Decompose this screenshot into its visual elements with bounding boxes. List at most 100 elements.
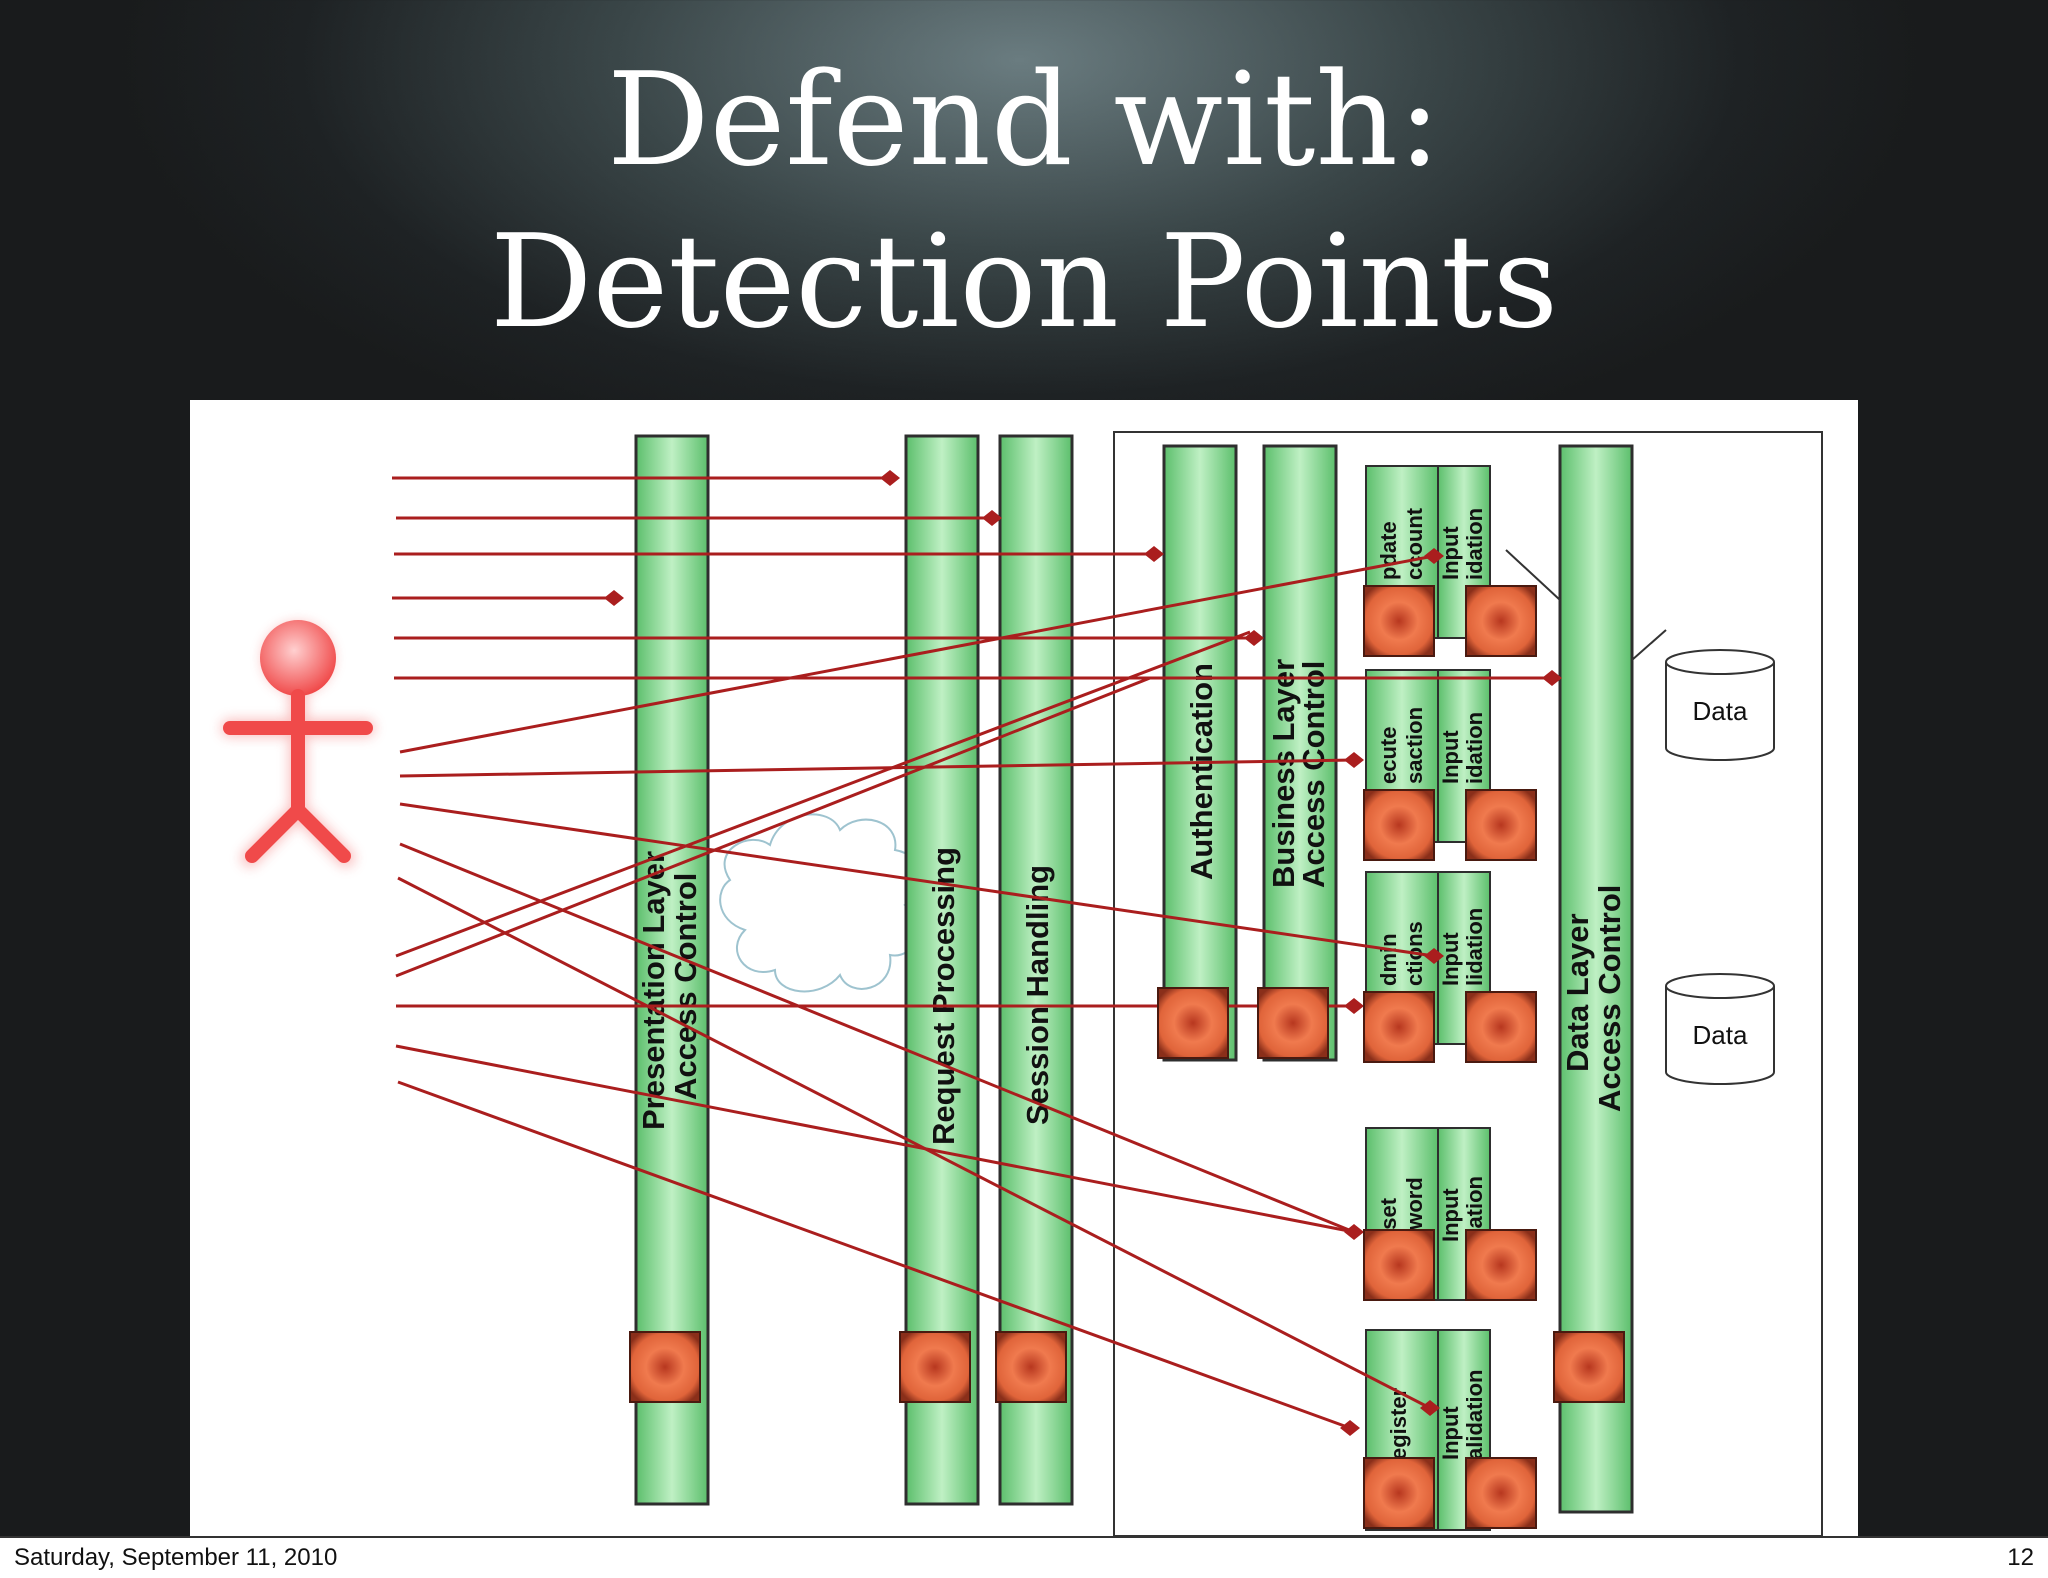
svg-text:Business Layer: Business Layer <box>1266 659 1301 888</box>
attack-endpoint <box>1420 1400 1440 1416</box>
svg-text:saction: saction <box>1402 707 1427 784</box>
business-layer-label-1: Business Layer <box>1266 659 1301 888</box>
attack-line <box>395 676 1151 978</box>
svg-text:Data: Data <box>1693 1020 1748 1050</box>
attack-line <box>399 758 1355 778</box>
sensor-icon <box>1363 1229 1435 1301</box>
presentation-layer-label-1: Presentation Layer <box>636 851 671 1130</box>
attack-endpoint <box>1424 948 1444 964</box>
svg-text:Data Layer: Data Layer <box>1560 913 1595 1072</box>
data-store-1: Data <box>1665 649 1775 761</box>
attack-line <box>399 554 1435 754</box>
attack-line <box>395 630 1251 958</box>
attack-endpoint <box>1244 630 1264 646</box>
sensor-icon <box>1465 991 1537 1063</box>
sensor-icon <box>1465 789 1537 861</box>
sensor-icon <box>1363 991 1435 1063</box>
detection-points-diagram: Presentation Layer Access Control Reques… <box>190 400 1858 1537</box>
svg-text:Input: Input <box>1438 730 1463 784</box>
svg-text:ccount: ccount <box>1402 507 1427 580</box>
footer-date: Saturday, September 11, 2010 <box>14 1544 338 1571</box>
svg-text:Authentication: Authentication <box>1184 663 1219 880</box>
attack-line <box>399 842 1355 1234</box>
sensor-icon <box>899 1331 971 1403</box>
network-cloud-icon <box>719 813 922 993</box>
svg-text:Input: Input <box>1438 526 1463 580</box>
sensor-icon <box>1465 1229 1537 1301</box>
sensor-icon <box>1465 1457 1537 1529</box>
validation-label-5b: alidation <box>1462 1370 1487 1460</box>
attack-endpoint <box>1344 998 1364 1014</box>
authentication-bar: Authentication <box>1162 444 1238 1062</box>
request-processing-label: Request Processing <box>926 847 961 1145</box>
attack-endpoint <box>1144 546 1164 562</box>
authentication-label: Authentication <box>1184 663 1219 880</box>
attack-endpoint <box>1344 1224 1364 1240</box>
svg-text:Presentation Layer: Presentation Layer <box>636 851 671 1130</box>
validation-label-2b: idation <box>1462 712 1487 784</box>
attack-line <box>397 1080 1351 1430</box>
svg-text:idation: idation <box>1462 712 1487 784</box>
data-store-label-2: Data <box>1693 1020 1748 1050</box>
attack-endpoint <box>880 470 900 486</box>
data-store-label-1: Data <box>1693 696 1748 726</box>
data-layer-label-1: Data Layer <box>1560 913 1595 1072</box>
attack-endpoint <box>604 590 624 606</box>
svg-text:Access Control: Access Control <box>1296 661 1331 888</box>
validation-label-1b: idation <box>1462 508 1487 580</box>
svg-text:Request Processing: Request Processing <box>926 847 961 1145</box>
sensor-icon <box>1363 1457 1435 1529</box>
sensor-icon <box>1157 987 1229 1059</box>
validation-label-5a: Input <box>1438 1406 1463 1460</box>
slide-title: Defend with: Detection Points <box>0 40 2048 364</box>
svg-text:Input: Input <box>1438 1406 1463 1460</box>
attack-endpoint <box>1424 548 1444 564</box>
svg-text:alidation: alidation <box>1462 1370 1487 1460</box>
svg-text:Input: Input <box>1438 1188 1463 1242</box>
attack-line <box>397 876 1431 1410</box>
svg-text:pdate: pdate <box>1376 521 1401 580</box>
function-name-1b: ccount <box>1402 507 1427 580</box>
svg-text:lidation: lidation <box>1462 908 1487 986</box>
svg-text:Input: Input <box>1438 932 1463 986</box>
data-layer-label-2: Access Control <box>1592 885 1627 1112</box>
svg-text:idation: idation <box>1462 508 1487 580</box>
function-name-1a: pdate <box>1376 521 1401 580</box>
session-handling-bar: Session Handling <box>998 434 1074 1506</box>
sensor-icon <box>1465 585 1537 657</box>
slide-footer: Saturday, September 11, 2010 12 <box>0 1536 2048 1578</box>
attack-endpoint <box>1542 670 1562 686</box>
page-number: 12 <box>2007 1544 2034 1571</box>
title-line-1: Defend with: <box>606 46 1442 195</box>
presentation-layer-label-2: Access Control <box>668 873 703 1100</box>
validation-label-2a: Input <box>1438 730 1463 784</box>
attack-endpoints <box>604 470 1562 1436</box>
svg-text:egister: egister <box>1386 1387 1411 1460</box>
function-name-2b: saction <box>1402 707 1427 784</box>
validation-label-1a: Input <box>1438 526 1463 580</box>
data-store-connector <box>1631 629 1667 661</box>
session-handling-label: Session Handling <box>1020 865 1055 1125</box>
svg-text:Session Handling: Session Handling <box>1020 865 1055 1125</box>
svg-text:dmin: dmin <box>1376 933 1401 986</box>
svg-text:Access Control: Access Control <box>668 873 703 1100</box>
business-layer-bar: Business Layer Access Control <box>1262 444 1338 1062</box>
presentation-layer-bar: Presentation Layer Access Control <box>634 434 710 1506</box>
data-layer-connector <box>1505 549 1561 601</box>
sensor-icon <box>1363 585 1435 657</box>
request-processing-bar: Request Processing <box>904 434 980 1506</box>
function-name-3a: dmin <box>1376 933 1401 986</box>
svg-text:Data: Data <box>1693 696 1748 726</box>
sensor-icon <box>995 1331 1067 1403</box>
data-store-2: Data <box>1665 973 1775 1085</box>
svg-text:ecute: ecute <box>1376 727 1401 784</box>
sensor-icon <box>1553 1331 1625 1403</box>
svg-text:Access Control: Access Control <box>1592 885 1627 1112</box>
sensor-icon <box>1257 987 1329 1059</box>
sensor-icon <box>629 1331 701 1403</box>
title-line-2: Detection Points <box>489 208 1559 357</box>
attack-endpoint <box>1344 752 1364 768</box>
validation-label-3b: lidation <box>1462 908 1487 986</box>
function-name-5a: egister <box>1386 1387 1411 1460</box>
attack-line <box>395 1044 1355 1234</box>
